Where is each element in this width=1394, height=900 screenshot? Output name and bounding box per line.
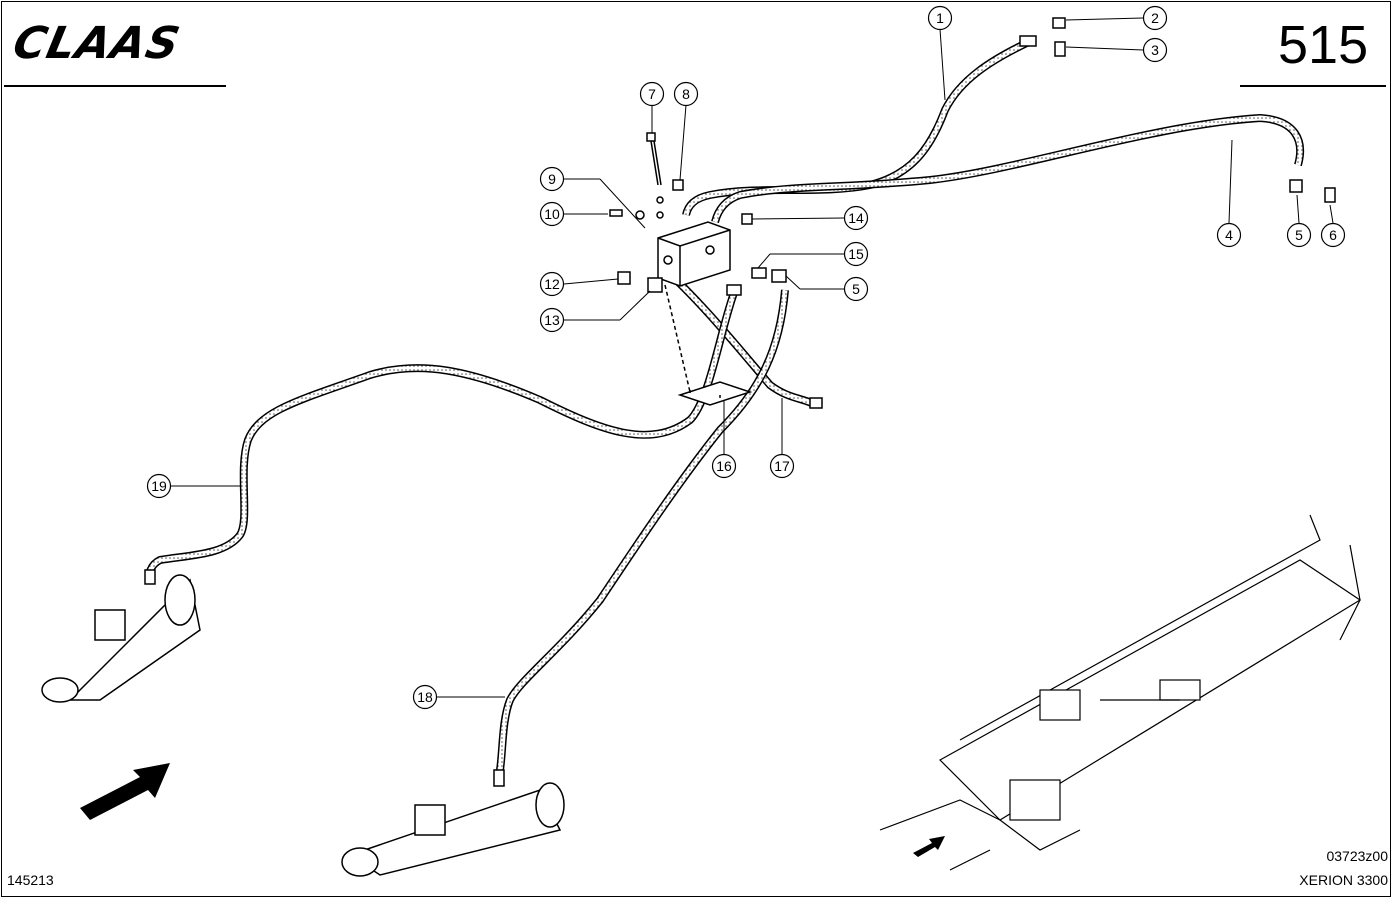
callout-15: 15 (843, 241, 869, 267)
callout-17: 17 (769, 453, 795, 479)
bracket-plate (664, 284, 753, 406)
page-number-underline (1240, 85, 1386, 87)
callout-12: 12 (539, 271, 565, 297)
callout-10: 10 (539, 201, 565, 227)
callout-label: 6 (1329, 227, 1337, 243)
callout-label: 1 (936, 10, 944, 26)
hydraulic-cylinder-bottom (341, 769, 565, 877)
callout-6: 6 (1320, 222, 1346, 248)
callout-label: 13 (544, 312, 560, 328)
callout-8: 8 (673, 81, 699, 107)
callout-label: 10 (544, 206, 560, 222)
hose-4 (711, 113, 1305, 224)
callout-1: 1 (927, 5, 953, 31)
callout-label: 15 (848, 246, 864, 262)
arrow-icon (913, 836, 945, 857)
callout-9: 9 (539, 166, 565, 192)
callout-label: 18 (417, 689, 433, 705)
callout-4: 4 (1216, 222, 1242, 248)
bolt (646, 132, 662, 186)
callout-13: 13 (539, 307, 565, 333)
callout-2: 2 (1142, 5, 1168, 31)
callout-label: 7 (648, 86, 656, 102)
callout-16: 16 (711, 453, 737, 479)
hose-18 (496, 289, 789, 771)
logo-underline (4, 85, 226, 87)
callout-label: 3 (1151, 42, 1159, 58)
callout-label: 19 (151, 478, 167, 494)
callout-label: 5 (852, 281, 860, 297)
callout-label: 2 (1151, 10, 1159, 26)
callout-label: 17 (774, 458, 790, 474)
callout-label: 14 (848, 210, 864, 226)
model-name: XERION 3300 (1299, 872, 1388, 888)
valve-block (657, 221, 731, 287)
callout-3: 3 (1142, 37, 1168, 63)
hydraulic-cylinder-left (41, 569, 201, 703)
page-number: 515 (1278, 15, 1369, 75)
arrow-icon (80, 763, 170, 820)
drawing-id: 145213 (7, 872, 54, 888)
callout-label: 9 (548, 171, 556, 187)
callout-label: 12 (544, 276, 560, 292)
callout-7: 7 (639, 81, 665, 107)
callout-label: 16 (716, 458, 732, 474)
hose-group (145, 36, 1305, 771)
chassis-overview (879, 514, 1362, 871)
callout-label: 4 (1225, 227, 1233, 243)
callout-14: 14 (843, 205, 869, 231)
callout-label: 8 (682, 86, 690, 102)
callout-leaders (171, 17, 1334, 698)
callout-19: 19 (146, 473, 172, 499)
image-code: 03723z00 (1326, 848, 1388, 864)
fittings (609, 17, 1336, 409)
callout-label: 5 (1295, 227, 1303, 243)
callout-18: 18 (412, 684, 438, 710)
callout-5: 5 (1286, 222, 1312, 248)
callout-5: 5 (843, 276, 869, 302)
